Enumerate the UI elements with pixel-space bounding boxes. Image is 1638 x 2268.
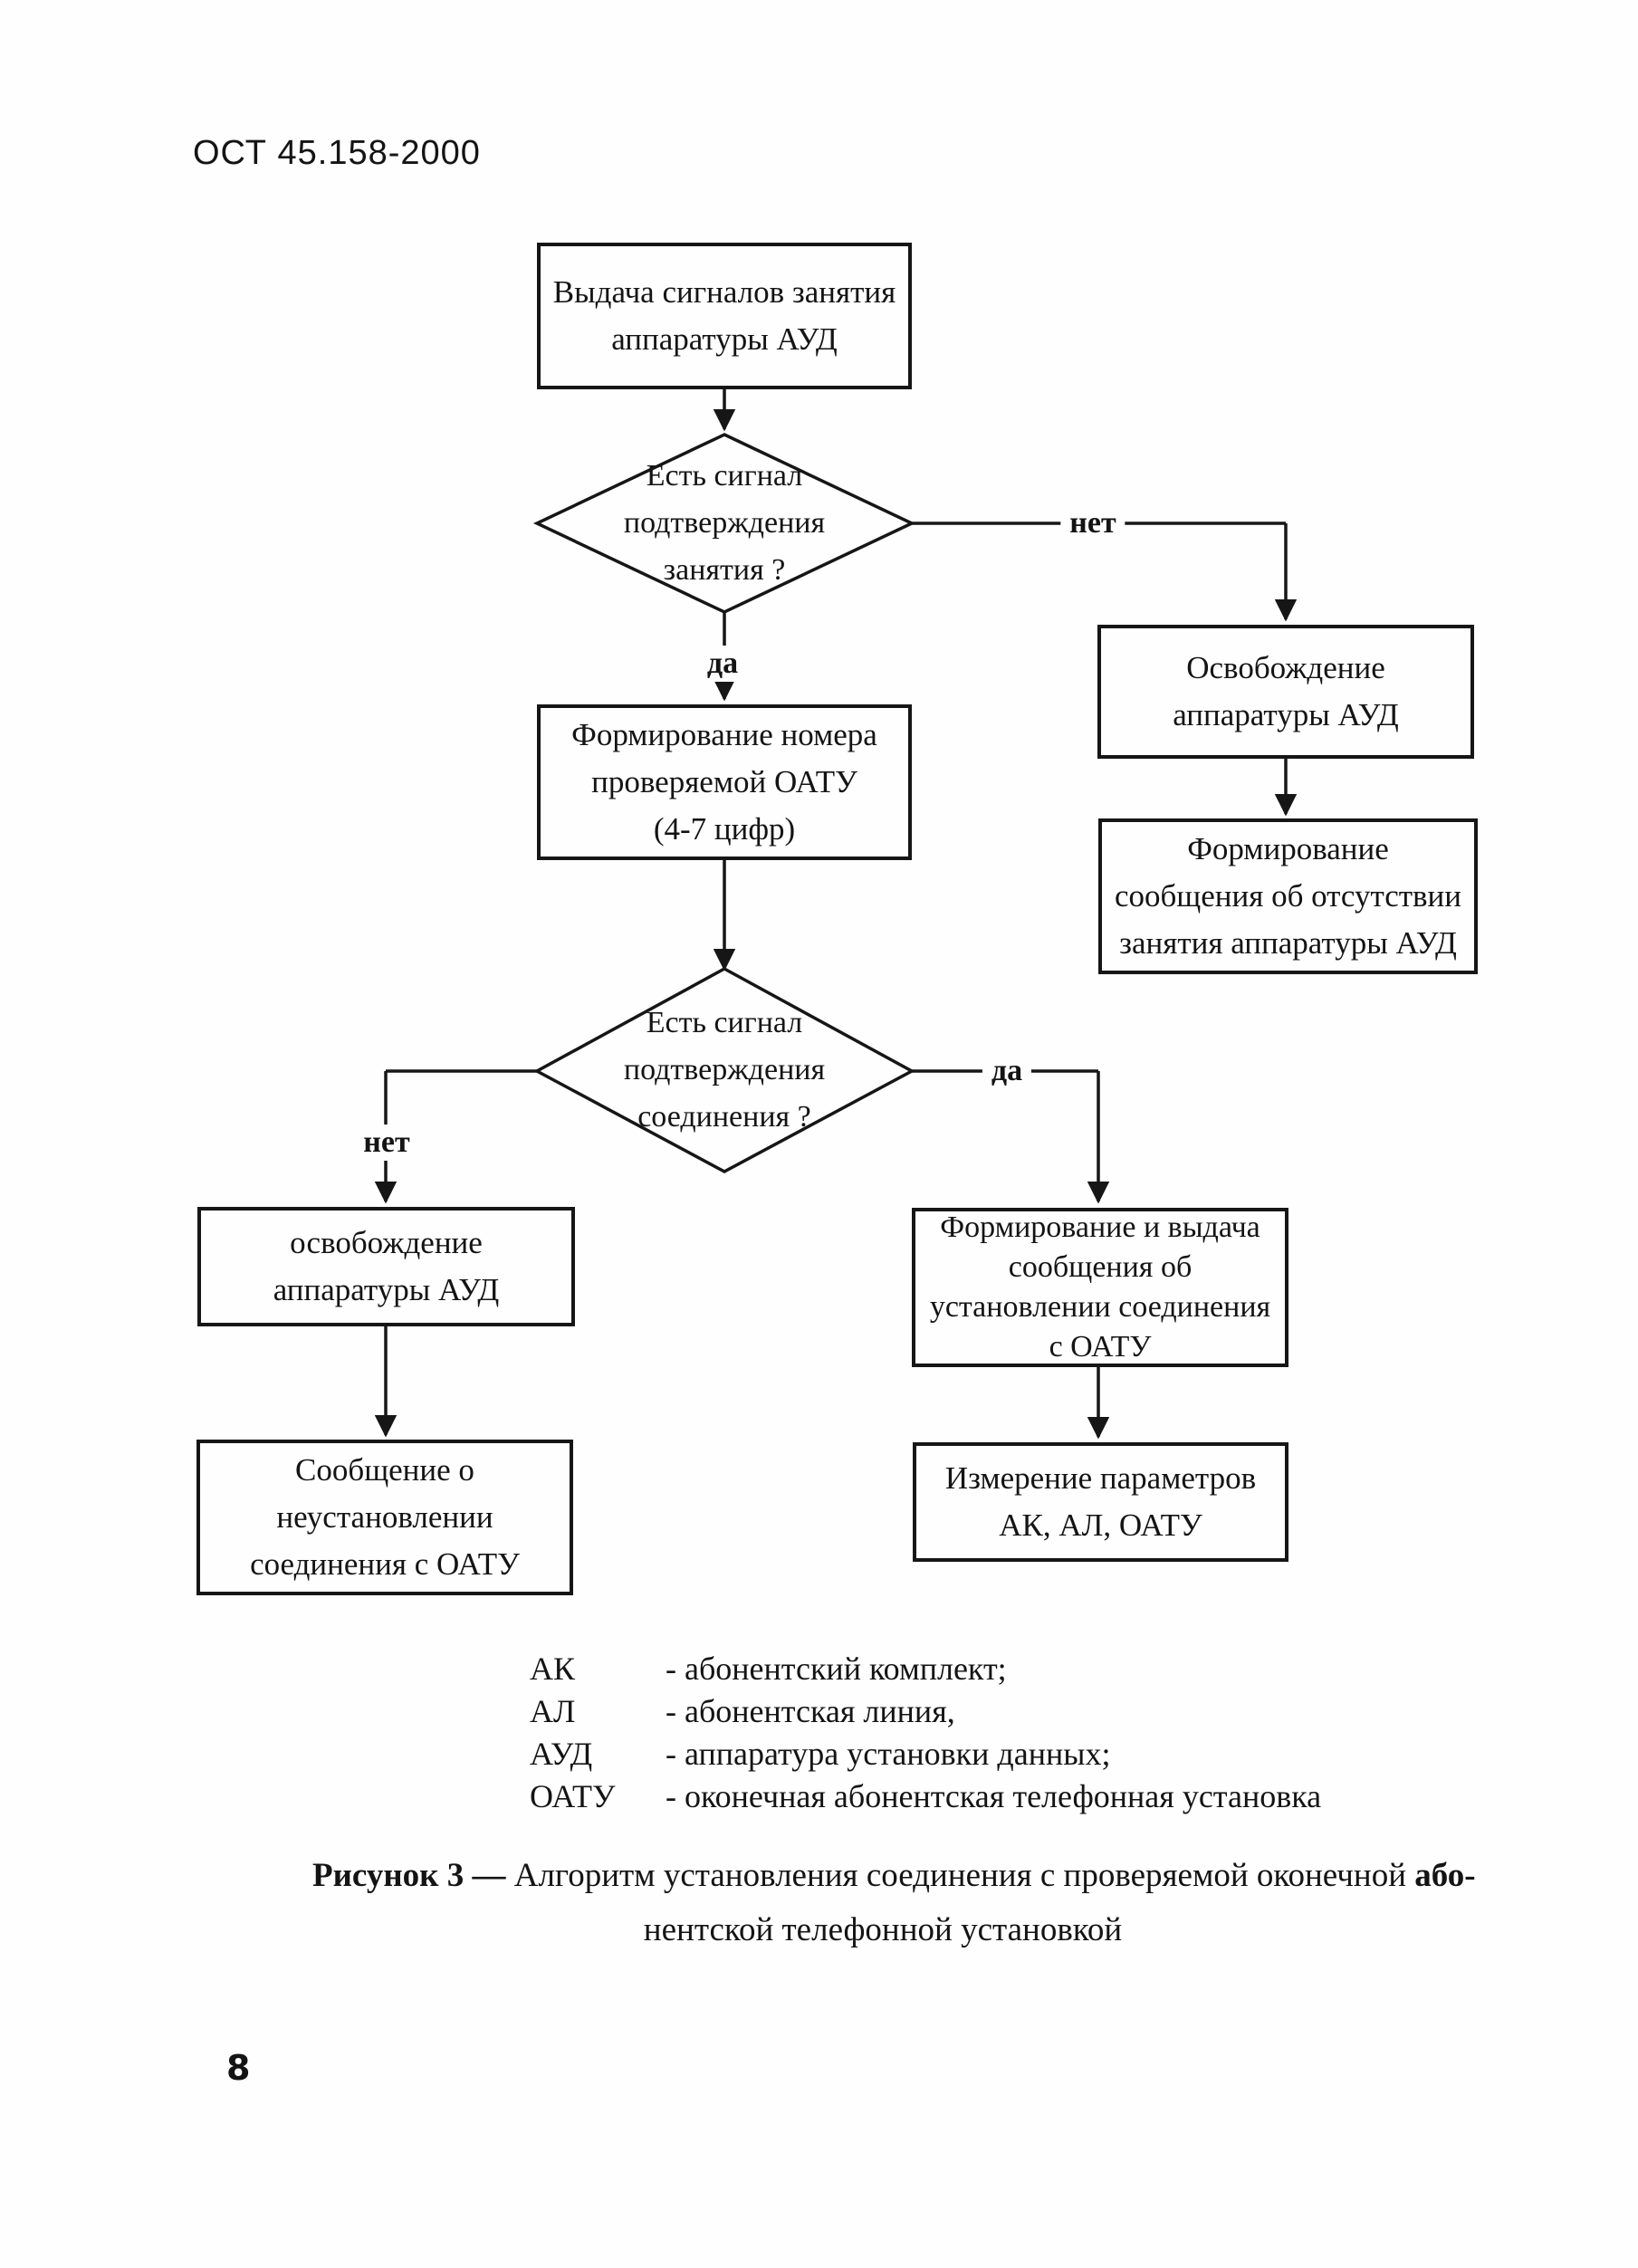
flowchart-box-measure-params-text: Измерение параметров АК, АЛ, ОАТУ: [944, 1460, 1257, 1543]
flowchart-box-release-left-text: освобождение аппаратуры АУД: [273, 1225, 500, 1307]
abbreviation-legend: АК - абонентский комплект; АЛ - абонентс…: [530, 1650, 1321, 1820]
legend-term: АУД: [530, 1736, 593, 1772]
flowchart-box-measure-params: Измерение параметров АК, АЛ, ОАТУ: [913, 1442, 1288, 1562]
figure-caption-label: Рисунок 3 —: [312, 1857, 514, 1894]
legend-row-ak: АК - абонентский комплект;: [530, 1650, 1321, 1692]
flowchart-box-start-text: Выдача сигналов занятия аппаратуры АУД: [552, 274, 896, 357]
branch-label-yes-2: да: [982, 1053, 1032, 1089]
legend-row-aud: АУД - аппаратура установки данных;: [530, 1735, 1321, 1777]
flowchart-box-msg-not-established-text: Сообщение о неустановлении соединения с …: [250, 1452, 520, 1582]
legend-term: АЛ: [530, 1693, 576, 1729]
flowchart-box-form-established-msg: Формирование и выдача сообщения об устан…: [912, 1208, 1288, 1367]
flowchart-box-msg-not-established: Сообщение о неустановлении соединения с …: [196, 1440, 573, 1595]
legend-definition: - аппаратура установки данных;: [666, 1736, 1111, 1772]
flowchart-box-form-number: Формирование номера проверяемой ОАТУ (4-…: [537, 704, 912, 860]
branch-label-no-1: нет: [1060, 505, 1126, 541]
legend-term: ОАТУ: [530, 1778, 616, 1814]
flowchart-box-release-right: Освобождение аппаратуры АУД: [1097, 625, 1474, 759]
branch-label-no-2: нет: [354, 1124, 419, 1161]
figure-caption-line2: нентской телефонной установкой: [643, 1911, 1123, 1948]
legend-row-al: АЛ - абонентская линия,: [530, 1692, 1321, 1735]
flowchart-decision-conn-confirm: Есть сигнал подтверждения соединения ?: [537, 969, 912, 1172]
flowchart-box-form-established-msg-text: Формирование и выдача сообщения об устан…: [929, 1211, 1271, 1364]
flowchart-box-release-right-text: Освобождение аппаратуры АУД: [1173, 650, 1399, 732]
legend-definition: - абонентский комплект;: [666, 1651, 1007, 1687]
figure-caption-body: Алгоритм установления соединения с прове…: [513, 1857, 1415, 1894]
flowchart-decision-conn-confirm-text: Есть сигнал подтверждения соединения ?: [623, 1006, 826, 1134]
figure-caption-hyphen-tail: або-: [1414, 1857, 1476, 1894]
figure-caption-line1: Рисунок 3 — Алгоритм установления соедин…: [312, 1857, 1476, 1894]
flowchart-box-start: Выдача сигналов занятия аппаратуры АУД: [537, 243, 912, 389]
flowchart-box-form-number-text: Формирование номера проверяемой ОАТУ (4-…: [571, 717, 877, 847]
flowchart-box-form-absence-msg: Формирование сообщения об отсутствии зан…: [1098, 818, 1478, 974]
branch-label-yes-1: да: [697, 646, 748, 682]
standard-number-header: ОСТ 45.158-2000: [193, 134, 481, 172]
flowchart-box-form-absence-msg-text: Формирование сообщения об отсутствии зан…: [1114, 831, 1462, 961]
legend-definition: - оконечная абонентская телефонная устан…: [666, 1778, 1322, 1814]
legend-row-oatu: ОАТУ - оконечная абонентская телефонная …: [530, 1777, 1321, 1820]
flowchart-box-release-left: освобождение аппаратуры АУД: [197, 1207, 575, 1326]
legend-definition: - абонентская линия,: [666, 1693, 955, 1729]
flowchart-decision-busy-confirm: Есть сигнал подтверждения занятия ?: [537, 435, 912, 612]
page-number: 8: [226, 2048, 251, 2088]
figure-caption: Рисунок 3 — Алгоритм установления соедин…: [312, 1849, 1476, 1957]
flowchart-decision-busy-confirm-text: Есть сигнал подтверждения занятия ?: [623, 459, 826, 587]
legend-term: АК: [530, 1651, 576, 1687]
